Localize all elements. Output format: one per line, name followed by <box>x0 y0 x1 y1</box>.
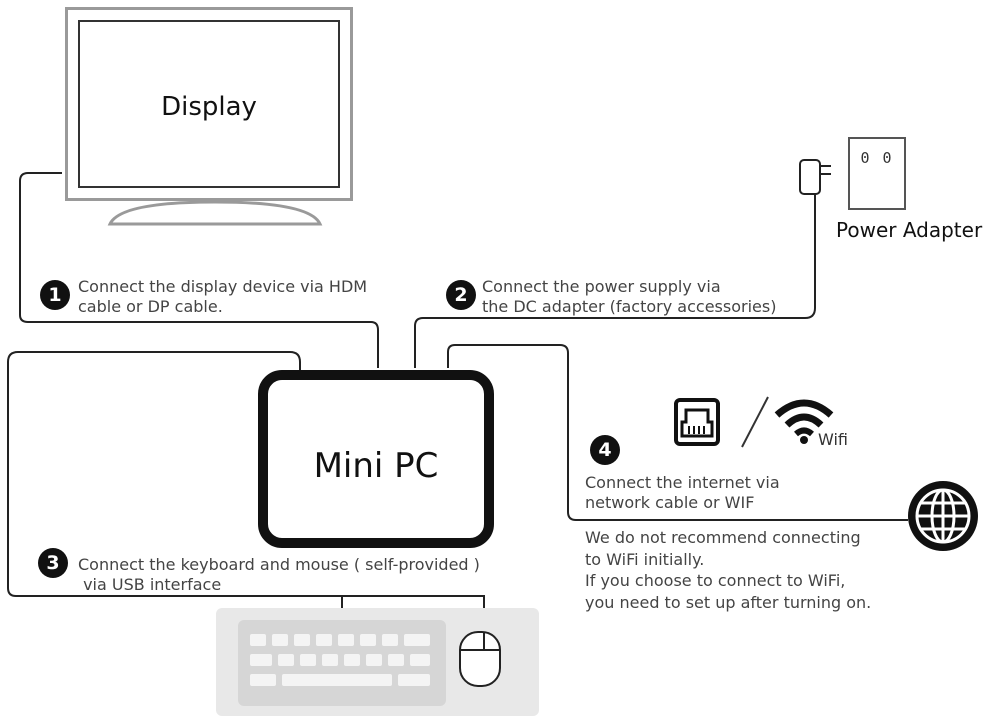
ethernet-port-icon <box>674 398 720 446</box>
step-3-line-2: via USB interface <box>78 575 222 594</box>
step-1-line-1: Connect the display device via HDM <box>78 277 368 296</box>
step-4-line-2: network cable or WIF <box>585 493 755 512</box>
step-4-line-1: Connect the internet via <box>585 473 780 492</box>
step-2-line-1: Connect the power supply via <box>482 277 721 296</box>
wifi-note: We do not recommend connecting to WiFi i… <box>585 527 871 613</box>
display-cable <box>19 172 379 368</box>
wifi-label: Wifi <box>818 430 848 449</box>
network-cable <box>447 344 908 521</box>
monitor: Display <box>65 7 353 201</box>
outlet-holes: 0 0 <box>860 149 894 167</box>
wifi-icon <box>774 399 834 444</box>
display-label: Display <box>161 92 257 122</box>
power-adapter-label: Power Adapter <box>836 218 983 242</box>
monitor-stand <box>107 200 323 226</box>
mini-pc: Mini PC <box>258 370 494 548</box>
power-plug-icon <box>799 159 831 195</box>
wifi-note-line-3: If you choose to connect to WiFi, <box>585 571 846 590</box>
step-3-line-1: Connect the keyboard and mouse ( self-pr… <box>78 555 480 574</box>
step-4-badge: 4 <box>590 435 620 465</box>
step-2-caption: Connect the power supply via the DC adap… <box>482 277 776 317</box>
step-2-badge: 2 <box>446 280 476 310</box>
or-separator <box>741 396 769 448</box>
step-3-caption: Connect the keyboard and mouse ( self-pr… <box>78 555 480 595</box>
keyboard-icon <box>238 620 446 706</box>
globe-icon <box>908 481 978 551</box>
step-1-caption: Connect the display device via HDM cable… <box>78 277 367 317</box>
step-1-badge: 1 <box>40 280 70 310</box>
monitor-screen: Display <box>78 20 340 188</box>
step-4-caption: Connect the internet via network cable o… <box>585 473 780 513</box>
power-cable <box>414 195 816 368</box>
step-3-badge: 3 <box>38 548 68 578</box>
mini-pc-label: Mini PC <box>313 446 439 486</box>
wifi-note-line-2: to WiFi initially. <box>585 549 705 569</box>
wall-outlet: 0 0 <box>848 137 906 210</box>
wifi-note-line-4: you need to set up after turning on. <box>585 592 872 612</box>
wifi-note-line-1: We do not recommend connecting <box>585 528 861 547</box>
usb-cable <box>7 351 485 640</box>
mouse-icon <box>459 631 501 687</box>
step-2-line-2: the DC adapter (factory accessories) <box>482 297 777 316</box>
step-1-line-2: cable or DP cable. <box>78 297 223 316</box>
